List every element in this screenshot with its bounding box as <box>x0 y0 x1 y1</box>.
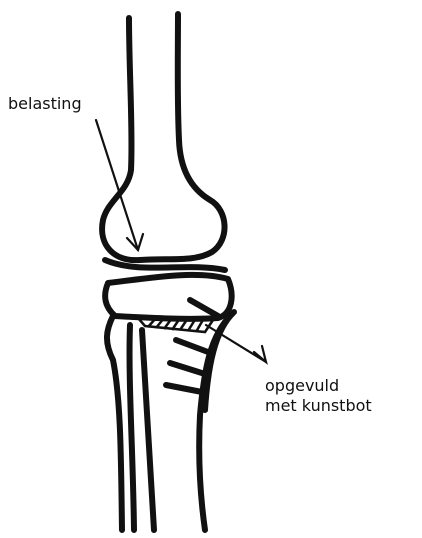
femur-outline <box>102 14 224 260</box>
fibula-right-edge <box>142 330 154 530</box>
fibula-outline <box>130 325 134 530</box>
graft-label-line-1: opgevuld <box>265 376 372 396</box>
screw-2 <box>176 340 208 352</box>
graft-label-line-2: met kunstbot <box>265 396 372 416</box>
graft-arrowhead-icon <box>254 346 266 362</box>
tibia-left-edge <box>107 316 122 530</box>
screw-4 <box>166 385 202 392</box>
screw-3 <box>170 363 205 374</box>
graft-label: opgevuld met kunstbot <box>265 376 372 416</box>
load-label: belasting <box>8 94 82 114</box>
screw-1 <box>190 300 218 316</box>
